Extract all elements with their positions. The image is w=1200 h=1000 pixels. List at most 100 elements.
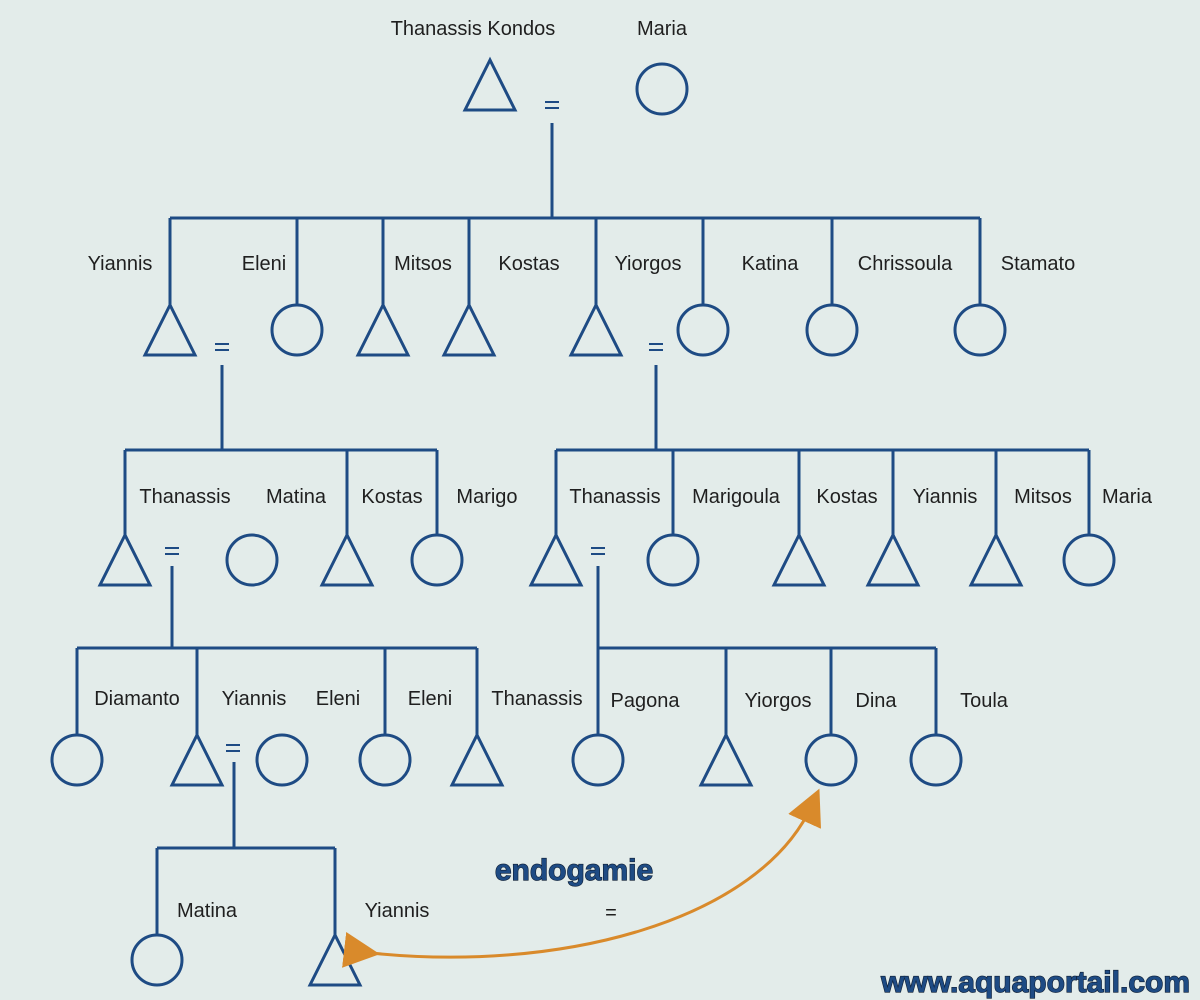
female-circle-symbol [804,733,858,787]
male-triangle-symbol [142,301,198,357]
person-label: Marigo [456,486,517,508]
person-thanassis-g3a: Thanassis [97,486,231,587]
person-diamanto-g4: Diamanto [50,688,180,787]
female-circle-symbol [909,733,963,787]
person-katina-g2: Katina [676,253,800,357]
male-triangle-symbol [307,931,363,987]
female-circle-symbol [635,62,689,116]
descent-lines-g3-left [75,566,479,735]
descent-lines-g2-left [123,365,439,535]
person-label: Marigoula [692,486,781,508]
female-circle-symbol [953,303,1007,357]
person-label: Pagona [611,690,681,712]
person-label: Kostas [361,486,422,508]
female-circle-symbol [1062,533,1116,587]
female-circle-symbol [130,933,184,987]
female-circle-symbol [646,533,700,587]
person-kostas-g3b: Kostas [771,486,878,587]
person-label: Diamanto [94,688,180,710]
female-circle-symbol [676,303,730,357]
marriage-symbol [649,343,663,351]
female-circle-symbol [410,533,464,587]
watermark: www.aquaportail.com [880,966,1190,999]
person-label: Toula [960,690,1009,712]
female-circle-symbol [805,303,859,357]
descent-lines-g2-right [554,365,1091,535]
male-triangle-symbol [568,301,624,357]
person-label: Yiannis [222,688,287,710]
person-kostas-g3a: Kostas [319,486,423,587]
person-label: Thanassis [569,486,660,508]
female-circle-symbol [358,733,412,787]
person-label: Eleni [408,688,452,710]
person-thanassis-g3b: Thanassis [528,486,661,587]
female-circle-symbol [571,733,625,787]
person-marigoula-g3: Marigoula [646,486,781,587]
person-thanassis-g4: Thanassis [449,688,583,787]
person-label: Kostas [816,486,877,508]
person-dina-g4: Dina [804,690,897,787]
marriage-symbol [215,343,229,351]
male-triangle-symbol [698,731,754,787]
person-label: Matina [266,486,327,508]
person-matina-g3: Matina [225,486,327,587]
male-triangle-symbol [771,531,827,587]
endogamy-label: endogamie [495,854,653,887]
person-eleni-g4a: Eleni [255,688,360,787]
male-triangle-symbol [528,531,584,587]
person-eleni-g2: Eleni [242,253,324,357]
person-yiannis-g4: Yiannis [169,688,287,787]
person-label: Eleni [242,253,286,275]
person-label: Mitsos [394,253,452,275]
marriage-symbol [591,547,605,555]
person-label: Thanassis Kondos [391,18,556,40]
person-stamato-g2: Stamato [953,253,1075,357]
person-label: Chrissoula [858,253,953,275]
descent-lines-g4 [155,762,337,935]
male-triangle-symbol [865,531,921,587]
female-circle-symbol [50,733,104,787]
person-mitsos-g2: Mitsos [355,253,452,357]
person-eleni-g4b: Eleni [358,688,452,787]
person-yiannis-g5: Yiannis [307,900,430,987]
person-yiorgos-g4: Yiorgos [698,690,812,787]
marriage-symbol [545,101,559,109]
male-triangle-symbol [441,301,497,357]
person-mitsos-g3: Mitsos [968,486,1072,587]
person-maria-g1: Maria [635,18,689,116]
person-matina-g5: Matina [130,900,238,987]
marriage-symbol [226,744,240,752]
person-pagona-g4: Pagona [571,690,681,787]
person-chrissoula-g2: Chrissoula [805,253,953,357]
person-thanassis-kondos: Thanassis Kondos [391,18,556,112]
person-label: Dina [855,690,897,712]
descent-lines-g3-right [596,566,938,735]
male-triangle-symbol [355,301,411,357]
person-label: Thanassis [139,486,230,508]
person-label: Mitsos [1014,486,1072,508]
person-label: Yiannis [88,253,153,275]
person-label: Yiannis [365,900,430,922]
marriage-symbol [165,547,179,555]
person-label: Kostas [498,253,559,275]
person-label: Katina [742,253,800,275]
female-circle-symbol [270,303,324,357]
endogamy-annotation: endogamie = [342,788,821,968]
person-label: Yiorgos [744,690,811,712]
person-kostas-g2: Kostas [441,253,560,357]
person-label: Maria [637,18,688,40]
male-triangle-symbol [968,531,1024,587]
male-triangle-symbol [462,56,518,112]
endogamy-arrow [342,788,821,968]
person-label: Thanassis [491,688,582,710]
person-label: Stamato [1001,253,1075,275]
person-yiorgos-g2: Yiorgos [568,253,682,357]
person-toula-g4: Toula [909,690,1009,787]
male-triangle-symbol [97,531,153,587]
person-label: Matina [177,900,238,922]
person-marigo-g3: Marigo [410,486,518,587]
person-yiannis-g3: Yiannis [865,486,977,587]
male-triangle-symbol [169,731,225,787]
female-circle-symbol [255,733,309,787]
